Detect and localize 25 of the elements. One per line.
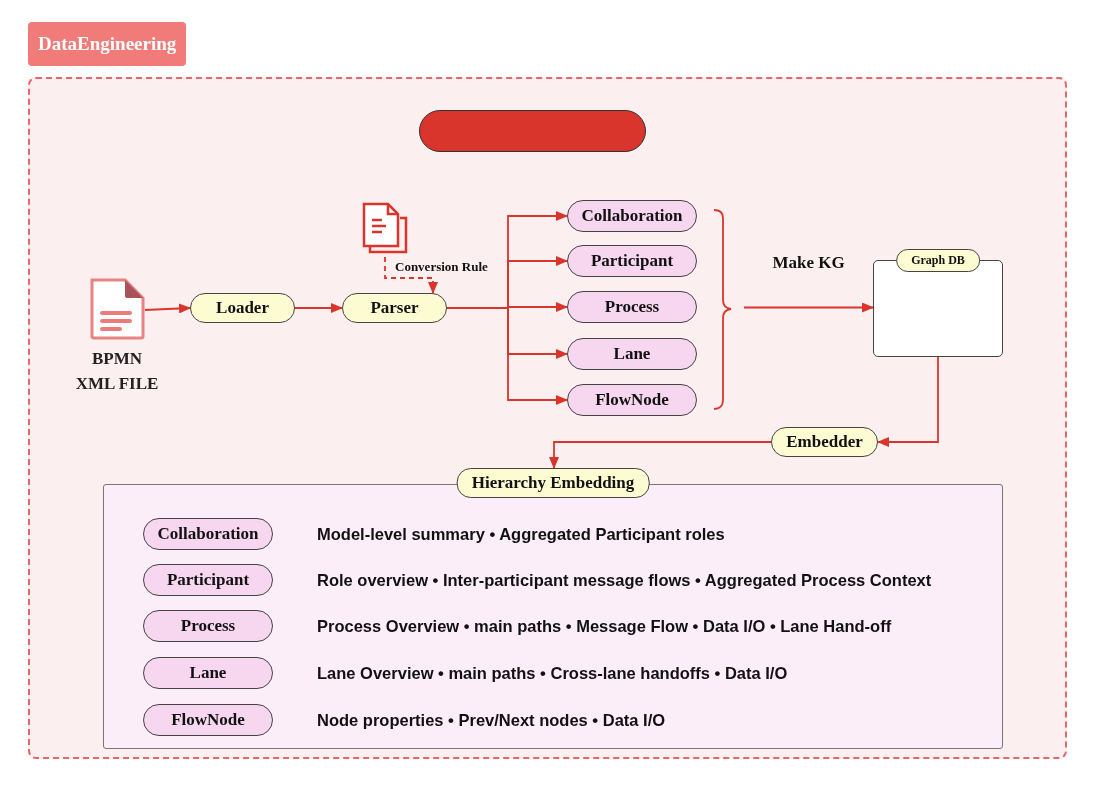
process-pill: Embedder	[771, 427, 878, 457]
process-pill: Loader	[190, 293, 295, 323]
arrow	[549, 441, 772, 469]
box-heading: Graph DB	[896, 249, 980, 272]
description-text: Lane Overview • main paths • Cross-lane handoffs • Data I/O	[317, 663, 788, 683]
arrow	[877, 356, 939, 447]
entity-pill: Participant	[567, 245, 697, 277]
file-caption: BPMN XML FILE	[74, 348, 160, 395]
arrow	[743, 302, 874, 313]
process-pill: Parser	[342, 293, 447, 323]
entity-pill: FlowNode	[567, 384, 697, 416]
title-pill	[419, 110, 646, 152]
description-text: Model-level summary • Aggregated Participant roles	[317, 524, 725, 544]
arrow	[446, 307, 568, 405]
group-tab: DataEngineering	[28, 22, 187, 66]
panel-heading: Hierarchy Embedding	[456, 468, 650, 498]
arrow	[144, 303, 191, 314]
entity-pill: Process	[567, 291, 697, 323]
entity-pill: Collaboration	[567, 200, 697, 232]
description-text: Role overview • Inter-participant message flows • Aggregated Process Context	[317, 570, 932, 590]
arrow	[294, 303, 343, 313]
arrow	[384, 256, 438, 294]
description-text: Process Overview • main paths • Message Flow • Data I/O • Lane Hand-off	[317, 616, 892, 636]
entity-pill: Lane	[567, 338, 697, 370]
description-text: Node properties • Prev/Next nodes • Data I/O	[317, 710, 666, 730]
